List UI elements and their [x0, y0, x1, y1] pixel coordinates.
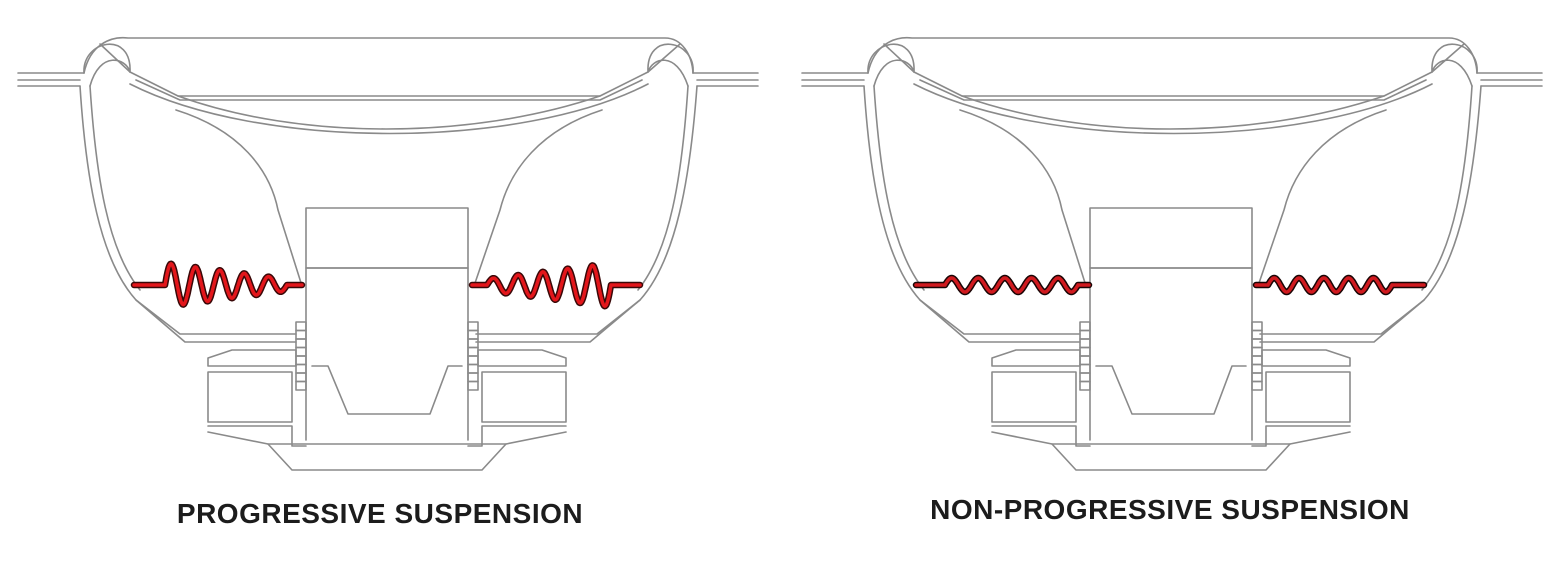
cone-lower-curve — [913, 83, 1433, 135]
voice-coil-winding-right — [1251, 372, 1263, 383]
spider-non-progressive — [912, 274, 1428, 296]
cone-body-left — [959, 109, 1087, 287]
cone-top-surround — [129, 71, 649, 97]
back-plate-bottom — [207, 431, 567, 471]
spider-left — [132, 262, 304, 307]
back-plate-right — [1251, 425, 1351, 447]
basket-floor-right — [475, 299, 641, 335]
rim-edges — [883, 43, 1465, 73]
voice-coil-winding-right — [1251, 338, 1263, 349]
basket-wall-right-inner — [1421, 85, 1473, 291]
surround-right — [1431, 43, 1478, 87]
voice-coil-winding-right — [1251, 355, 1263, 366]
voice-coil-winding-left — [295, 346, 307, 357]
mounting-flange-left — [801, 72, 869, 87]
voice-coil-winding-left — [295, 372, 307, 383]
pole-cap — [1089, 207, 1253, 269]
speaker-frame-outline — [801, 36, 1543, 471]
voice-coil-winding-right — [467, 346, 479, 357]
voice-coil-winding-right — [1251, 346, 1263, 357]
magnet-right — [1265, 371, 1351, 423]
basket-wall-right-outer — [1259, 85, 1482, 343]
speaker-cross-section-non-progressive — [801, 36, 1543, 471]
speaker-frame-outline — [17, 36, 759, 471]
cone-upper-curve — [961, 95, 1385, 130]
spider-left — [914, 276, 1091, 294]
voice-coil-winding-left — [295, 363, 307, 374]
back-plate-left — [991, 425, 1091, 447]
voice-coil-winding-right — [467, 372, 479, 383]
voice-coil-winding-left — [295, 321, 307, 332]
voice-coil-winding-left — [295, 380, 307, 391]
basket-floor-left — [919, 299, 1081, 335]
voice-coil-winding-left — [1079, 338, 1091, 349]
voice-coil-winding-left — [295, 355, 307, 366]
top-plate-left — [207, 349, 297, 367]
basket-floor-right — [1259, 299, 1425, 335]
pole-cavity — [1095, 365, 1247, 415]
pole-cavity — [311, 365, 463, 415]
surround-left — [867, 43, 915, 87]
back-plate-right — [467, 425, 567, 447]
pole-cap — [305, 207, 469, 269]
voice-coil-winding-right — [1251, 321, 1263, 332]
magnet-right — [481, 371, 567, 423]
spider-right — [470, 263, 642, 308]
voice-coil-winding-left — [1079, 355, 1091, 366]
cone-top-inner — [919, 79, 1427, 101]
rim-edges — [99, 43, 681, 73]
top-plate-right — [1261, 349, 1351, 367]
surround-left — [83, 43, 131, 87]
voice-coil-winding-left — [295, 329, 307, 340]
voice-coil-winding-left — [295, 338, 307, 349]
basket-wall-left-inner — [89, 85, 141, 291]
basket-wall-left-outer — [863, 85, 1081, 343]
spider-right — [1254, 276, 1426, 294]
mounting-flange-right — [692, 72, 759, 87]
voice-coil-winding-right — [1251, 380, 1263, 391]
voice-coil-winding-left — [1079, 372, 1091, 383]
voice-coil-winding-right — [1251, 363, 1263, 374]
voice-coil-winding-right — [467, 355, 479, 366]
voice-coil-winding-left — [1079, 346, 1091, 357]
voice-coil-winding-left — [1079, 363, 1091, 374]
frame-top-rim — [867, 36, 1478, 74]
speaker-cross-section-progressive — [17, 36, 759, 471]
voice-coil-winding-left — [1079, 380, 1091, 391]
voice-coil-winding-right — [467, 321, 479, 332]
mounting-flange-left — [17, 72, 85, 87]
back-plate-bottom — [991, 431, 1351, 471]
voice-coil-winding-right — [467, 338, 479, 349]
surround-right — [647, 43, 694, 87]
cone-top-inner — [135, 79, 643, 101]
cone-lower-curve — [129, 83, 649, 135]
cone-body-right — [1257, 109, 1387, 287]
basket-wall-left-outer — [79, 85, 297, 343]
magnet-left — [207, 371, 293, 423]
cone-upper-curve — [177, 95, 601, 130]
top-plate-left — [991, 349, 1081, 367]
voice-coil-winding-right — [467, 363, 479, 374]
cone-body-left — [175, 109, 303, 287]
voice-coil-winding-left — [1079, 329, 1091, 340]
mounting-flange-right — [1476, 72, 1543, 87]
magnet-left — [991, 371, 1077, 423]
basket-floor-left — [135, 299, 297, 335]
caption-non-progressive-suspension: NON-PROGRESSIVE SUSPENSION — [930, 494, 1410, 525]
basket-wall-left-inner — [873, 85, 925, 291]
voice-coil-winding-right — [467, 380, 479, 391]
cone-top-surround — [913, 71, 1433, 97]
basket-wall-right-inner — [637, 85, 689, 291]
top-plate-right — [477, 349, 567, 367]
voice-coil-winding-left — [1079, 321, 1091, 332]
back-plate-left — [207, 425, 307, 447]
cone-body-right — [473, 109, 603, 287]
frame-top-rim — [83, 36, 694, 74]
caption-progressive-suspension: PROGRESSIVE SUSPENSION — [176, 498, 584, 529]
spider-progressive — [130, 260, 644, 310]
basket-wall-right-outer — [475, 85, 698, 343]
